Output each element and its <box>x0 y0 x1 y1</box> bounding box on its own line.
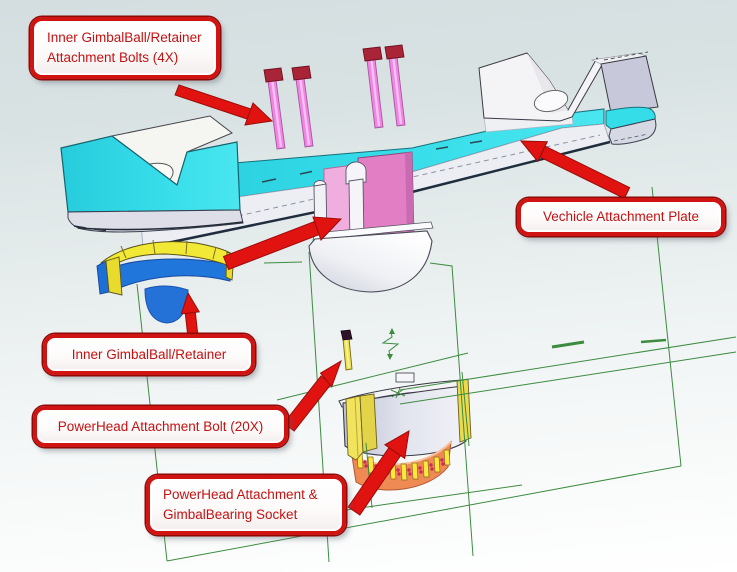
callout-arrows <box>174 84 631 516</box>
inner-gimbalball-retainer[interactable] <box>96 239 235 324</box>
arrow-to-bolts <box>174 84 274 126</box>
powerhead-socket[interactable] <box>338 372 472 491</box>
callout-plate-line1: Vechicle Attachment Plate <box>542 209 700 224</box>
shaft-pink-edge <box>405 152 414 240</box>
arrow-to-plate <box>519 140 631 200</box>
callout-powerhead-bolt-line1: PowerHead Attachment Bolt (20X) <box>57 418 264 434</box>
right-wing-gray-face <box>600 55 659 114</box>
plate-right-wing[interactable] <box>478 51 659 145</box>
retainer-blue-face <box>105 258 231 293</box>
socket-left-slab <box>345 395 364 461</box>
pink-bolt[interactable] <box>263 67 286 150</box>
callout-bolts-label[interactable]: Inner GimbalBall/Retainer Attachment Bol… <box>30 17 220 79</box>
callout-plate-label[interactable]: Vechicle Attachment Plate <box>517 198 725 236</box>
powerhead-attachment-bolt[interactable] <box>340 329 353 371</box>
right-wing-cylinder <box>533 89 569 113</box>
gimbal-ball-dome[interactable] <box>308 230 433 293</box>
retainer-blue-dome <box>144 285 189 324</box>
pink-bolt[interactable] <box>291 65 314 148</box>
callout-socket-line1: PowerHead Attachment & <box>163 487 318 502</box>
socket-left-slab-2 <box>359 393 378 453</box>
white-bracket-cap <box>345 161 367 185</box>
gimbal-attachment-bolts[interactable] <box>263 44 406 150</box>
pink-bolt[interactable] <box>384 44 406 127</box>
arrow-to-shaft <box>222 216 343 271</box>
callout-powerhead-bolt-label[interactable]: PowerHead Attachment Bolt (20X) <box>33 406 288 447</box>
callout-bolts-line2: Attachment Bolts (4X) <box>47 50 179 65</box>
callout-retainer-label[interactable]: Inner GimbalBall/Retainer <box>43 334 255 375</box>
socket-rim-tab <box>395 372 415 383</box>
pink-bolt[interactable] <box>362 46 384 129</box>
retainer-tip-yellow <box>105 256 123 296</box>
arrow-to-socket <box>347 430 410 516</box>
callout-retainer-line1: Inner GimbalBall/Retainer <box>71 346 227 362</box>
callout-bolts-line1: Inner GimbalBall/Retainer <box>47 30 202 45</box>
callout-socket-label[interactable]: PowerHead Attachment & GimbalBearing Soc… <box>146 475 346 535</box>
callout-socket-line2: GimbalBearing Socket <box>163 507 298 522</box>
plate-right-tab-gray <box>608 118 657 145</box>
plate-left-wing[interactable] <box>60 115 244 233</box>
